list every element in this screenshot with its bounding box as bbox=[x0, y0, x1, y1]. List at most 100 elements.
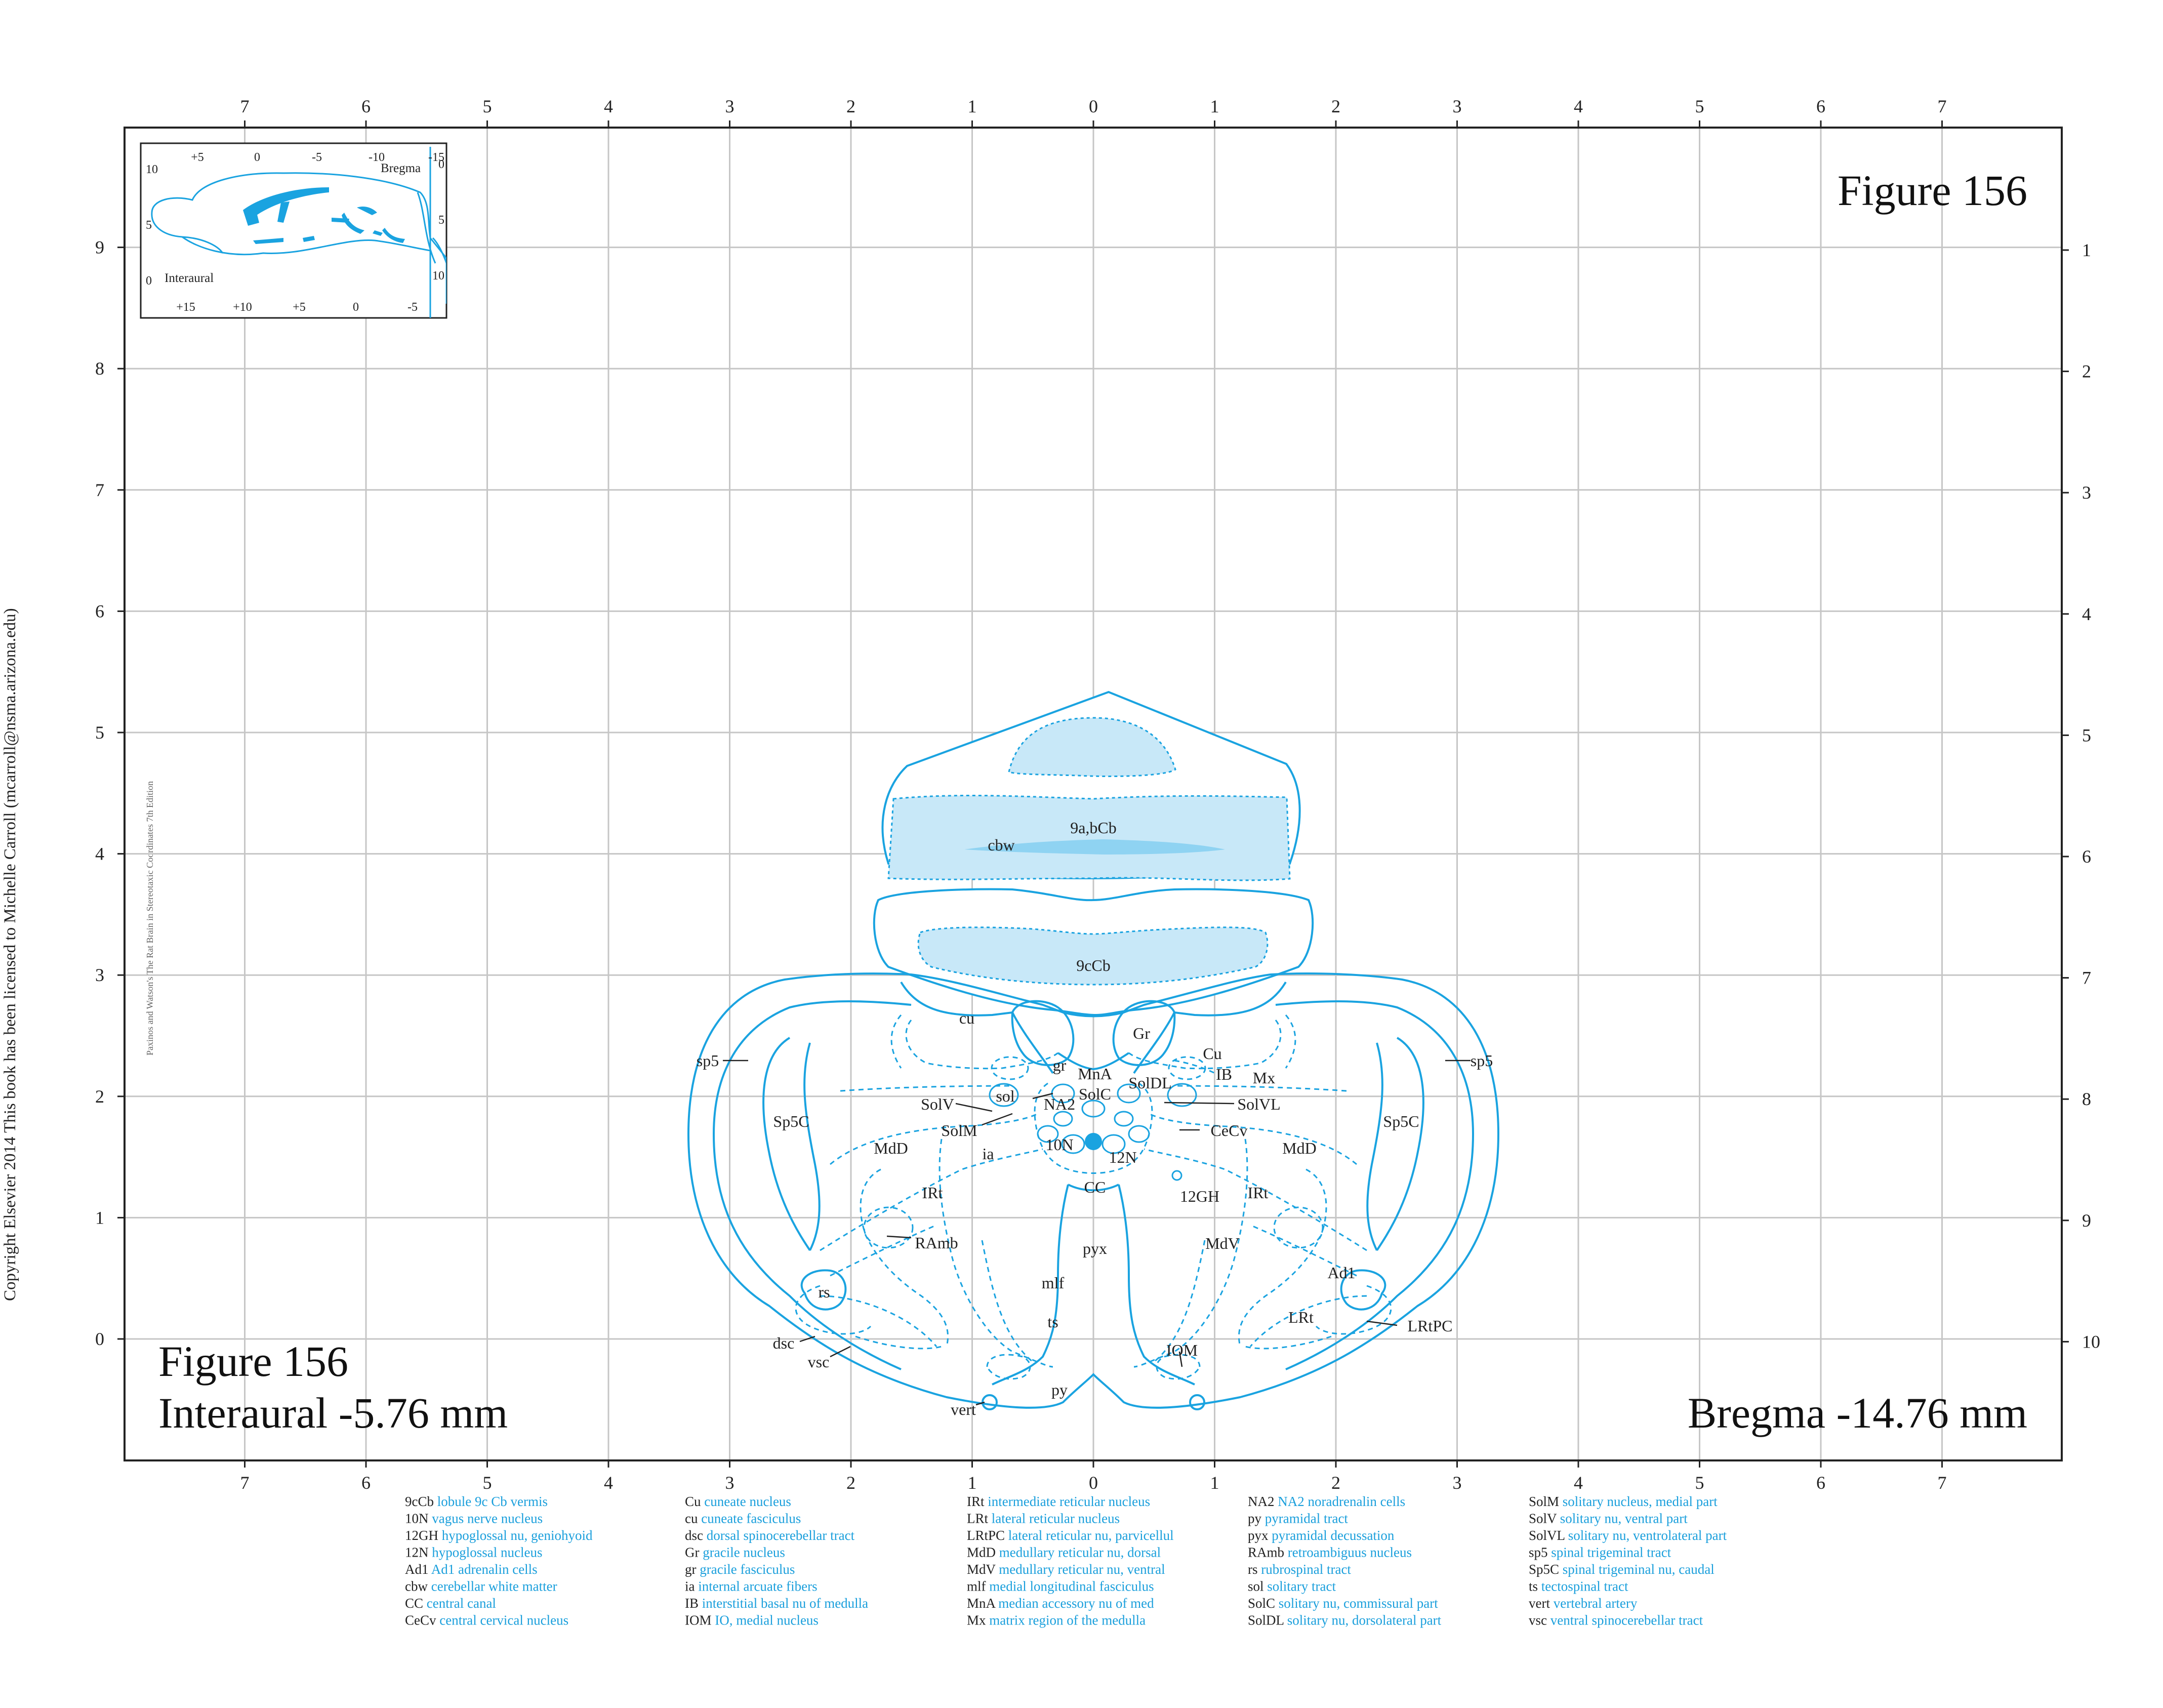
label-MnA: MnA bbox=[1078, 1065, 1112, 1083]
legend-abbr: Gr bbox=[685, 1545, 703, 1560]
solitary-complex bbox=[989, 1083, 1197, 1154]
central-canal bbox=[1085, 1133, 1102, 1150]
x-tick-label-bottom: 7 bbox=[240, 1473, 250, 1493]
legend-entry: SolC solitary nu, commissural part bbox=[1248, 1596, 1438, 1611]
legend-entry: SolV solitary nu, ventral part bbox=[1529, 1511, 1688, 1526]
coordinate-grid bbox=[125, 128, 2062, 1460]
inset-tick-right: 5 bbox=[438, 214, 444, 227]
legend-abbr: vsc bbox=[1529, 1613, 1550, 1628]
rs-outline bbox=[800, 1269, 847, 1311]
dorsal-column-outline bbox=[900, 981, 1287, 1074]
label-IB: IB bbox=[1216, 1065, 1232, 1083]
legend-abbr: 12GH bbox=[405, 1528, 442, 1543]
label-SolM: SolM bbox=[941, 1121, 977, 1140]
legend-abbr: SolV bbox=[1529, 1511, 1560, 1526]
legend-abbr: IB bbox=[685, 1596, 702, 1611]
y-tick-label-right: 5 bbox=[2082, 725, 2091, 745]
coronal-section bbox=[687, 690, 1500, 1410]
label-10N: 10N bbox=[1045, 1135, 1073, 1154]
legend-desc: hypoglossal nu, geniohyoid bbox=[442, 1528, 593, 1543]
legend-entry: SolDL solitary nu, dorsolateral part bbox=[1248, 1613, 1442, 1628]
x-tick-label-top: 2 bbox=[846, 96, 855, 116]
medulla-inner-outline bbox=[712, 1000, 1475, 1370]
label-py: py bbox=[1051, 1380, 1068, 1399]
legend-abbr: Ad1 bbox=[405, 1562, 431, 1577]
inset-tick-top: +5 bbox=[191, 151, 204, 164]
label-ia: ia bbox=[982, 1145, 994, 1163]
legend-desc: vagus nerve nucleus bbox=[432, 1511, 543, 1526]
x-tick-label-bottom: 2 bbox=[846, 1473, 855, 1493]
legend-abbr: sol bbox=[1248, 1579, 1267, 1594]
gr-nucleus-outline bbox=[1011, 1000, 1176, 1066]
legend-entry: mlf medial longitudinal fasciculus bbox=[967, 1579, 1154, 1594]
label-vsc: vsc bbox=[808, 1353, 830, 1371]
y-tick-label-right: 9 bbox=[2082, 1210, 2091, 1231]
label-cbw: cbw bbox=[988, 836, 1014, 854]
y-tick-label-left: 4 bbox=[95, 844, 104, 864]
label-MdD-right: MdD bbox=[1282, 1139, 1317, 1157]
legend-desc: dorsal spinocerebellar tract bbox=[707, 1528, 855, 1543]
legend-abbr: Cu bbox=[685, 1494, 704, 1509]
legend-entry: 12N hypoglossal nucleus bbox=[405, 1545, 542, 1560]
legend-abbr: MdV bbox=[967, 1562, 999, 1577]
legend-entry: vsc ventral spinocerebellar tract bbox=[1529, 1613, 1703, 1628]
py-tract-right bbox=[1156, 1354, 1201, 1380]
label-CeCv: CeCv bbox=[1211, 1121, 1248, 1140]
x-tick-label-top: 4 bbox=[1574, 96, 1583, 116]
x-tick-label-top: 1 bbox=[968, 96, 977, 116]
inset-tick-bottom: -5 bbox=[407, 301, 418, 314]
x-tick-label-bottom: 6 bbox=[1816, 1473, 1825, 1493]
y-tick-label-right: 4 bbox=[2082, 604, 2091, 624]
inset-tick-bottom: 0 bbox=[353, 301, 359, 314]
x-tick-label-bottom: 6 bbox=[361, 1473, 371, 1493]
x-tick-label-bottom: 5 bbox=[483, 1473, 492, 1493]
sp5c-boundary-left bbox=[762, 1037, 821, 1251]
x-tick-label-top: 7 bbox=[240, 96, 250, 116]
legend-entry: Mx matrix region of the medulla bbox=[967, 1613, 1146, 1628]
legend-desc: solitary nu, ventral part bbox=[1560, 1511, 1688, 1526]
structure-labels: cbw 9a,bCb 9cCb cu Gr gr MnA Cu IB Mx sp… bbox=[697, 819, 1493, 1418]
inset-tick-bottom: +15 bbox=[176, 301, 195, 314]
legend-abbr: mlf bbox=[967, 1579, 989, 1594]
inset-interaural-label: Interaural bbox=[165, 271, 214, 285]
legend-abbr: ia bbox=[685, 1579, 698, 1594]
legend-entry: MnA median accessory nu of med bbox=[967, 1596, 1154, 1611]
label-9cCb: 9cCb bbox=[1076, 956, 1111, 974]
inset-tick-right: 10 bbox=[432, 269, 444, 282]
inset-tick-bottom: +5 bbox=[293, 301, 306, 314]
legend-entry: LRtPC lateral reticular nu, parvicellul bbox=[967, 1528, 1174, 1543]
label-12N: 12N bbox=[1109, 1148, 1136, 1166]
legend-desc: lateral reticular nu, parvicellul bbox=[1008, 1528, 1174, 1543]
y-tick-label-right: 1 bbox=[2082, 240, 2091, 260]
legend-desc: medial longitudinal fasciculus bbox=[989, 1579, 1154, 1594]
x-tick-label-bottom: 5 bbox=[1695, 1473, 1704, 1493]
label-Sp5C-right: Sp5C bbox=[1383, 1112, 1419, 1130]
legend-abbr: Mx bbox=[967, 1613, 989, 1628]
legend-abbr: cu bbox=[685, 1511, 701, 1526]
legend-desc: lateral reticular nucleus bbox=[992, 1511, 1120, 1526]
label-IRt-right: IRt bbox=[1248, 1184, 1269, 1202]
axis-ticks bbox=[117, 120, 2069, 1468]
legend-desc: solitary nucleus, medial part bbox=[1563, 1494, 1718, 1509]
legend-desc: central cervical nucleus bbox=[439, 1613, 568, 1628]
py-tract-left bbox=[986, 1354, 1031, 1380]
legend-desc: central canal bbox=[427, 1596, 496, 1611]
legend-entry: rs rubrospinal tract bbox=[1248, 1562, 1351, 1577]
legend-desc: spinal trigeminal nu, caudal bbox=[1563, 1562, 1715, 1577]
inset-tick-top: -10 bbox=[369, 151, 385, 164]
legend-abbr: IOM bbox=[685, 1613, 715, 1628]
x-tick-label-top: 6 bbox=[1816, 96, 1825, 116]
legend-desc: cuneate fasciculus bbox=[701, 1511, 801, 1526]
label-mlf: mlf bbox=[1042, 1274, 1065, 1292]
y-tick-label-left: 5 bbox=[95, 722, 104, 743]
legend-entry: RAmb retroambiguus nucleus bbox=[1248, 1545, 1412, 1560]
legend-desc: intermediate reticular nucleus bbox=[988, 1494, 1150, 1509]
sp5c-boundary-right bbox=[1366, 1037, 1424, 1251]
legend-desc: pyramidal tract bbox=[1265, 1511, 1349, 1526]
legend-abbr: gr bbox=[685, 1562, 700, 1577]
legend-abbr: RAmb bbox=[1248, 1545, 1288, 1560]
inset-tick-bottom: +10 bbox=[233, 301, 252, 314]
legend-desc: ventral spinocerebellar tract bbox=[1550, 1613, 1703, 1628]
